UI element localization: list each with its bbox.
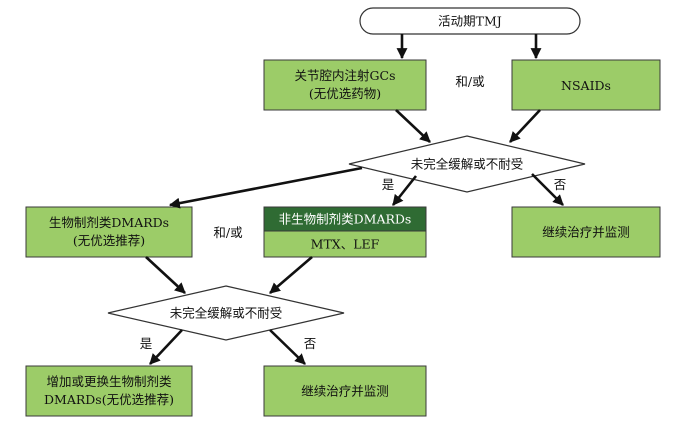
decision-1: 未完全缓解或不耐受 xyxy=(348,135,586,193)
arrow-decision-2-to-escalate xyxy=(149,329,183,365)
continue-monitor-box-1: 继续治疗并监测 xyxy=(511,206,661,258)
continue-monitor-box-2: 继续治疗并监测 xyxy=(263,365,427,417)
biologic-dmards-line1: 生物制剂类DMARDs xyxy=(49,215,169,230)
arrow-decision-1-to-biologic xyxy=(168,166,363,209)
start-label: 活动期TMJ xyxy=(438,14,502,29)
escalate-biologic-line1: 增加或更换生物制剂类 xyxy=(46,374,172,389)
nonbiologic-dmards-body: MTX、LEF xyxy=(311,237,380,252)
nsaids-label: NSAIDs xyxy=(561,78,611,93)
arrow-decision-2-to-continue xyxy=(269,329,306,365)
decision-2-no: 否 xyxy=(304,336,317,351)
escalate-biologic-line2: DMARDs(无优选推荐) xyxy=(44,392,174,407)
nonbiologic-dmards-header: 非生物制剂类DMARDs xyxy=(279,212,412,227)
decision-1-yes: 是 xyxy=(382,177,395,192)
decision-1-no: 否 xyxy=(554,177,567,192)
arrow-nsaids-to-decision-1 xyxy=(509,109,541,143)
biologic-dmards-line2: (无优选推荐) xyxy=(73,233,145,248)
escalate-biologic-box: 增加或更换生物制剂类 DMARDs(无优选推荐) xyxy=(25,365,193,417)
decision-1-label: 未完全缓解或不耐受 xyxy=(411,157,524,172)
arrow-nonbiologic-to-decision-2 xyxy=(269,256,313,294)
arrow-biologic-to-decision-2 xyxy=(145,256,186,294)
continue-monitor-label-2: 继续治疗并监测 xyxy=(301,384,389,399)
step2-connector: 和/或 xyxy=(213,225,243,240)
continue-monitor-label-1: 继续治疗并监测 xyxy=(542,225,630,240)
decision-2-yes: 是 xyxy=(140,336,153,351)
biologic-dmards-box: 生物制剂类DMARDs (无优选推荐) xyxy=(25,206,193,258)
intra-articular-gc-box: 关节腔内注射GCs (无优选药物) xyxy=(263,59,427,111)
intra-articular-gc-line2: (无优选药物) xyxy=(309,86,381,101)
arrow-decision-1-to-continue xyxy=(531,173,564,206)
arrow-gc-to-decision-1 xyxy=(395,109,431,143)
arrow-decision-1-to-nonbiologic xyxy=(391,175,418,206)
start-node: 活动期TMJ xyxy=(359,7,581,35)
step1-connector: 和/或 xyxy=(455,74,485,89)
nonbiologic-dmards-box: 非生物制剂类DMARDs MTX、LEF xyxy=(263,206,427,258)
decision-2-label: 未完全缓解或不耐受 xyxy=(170,306,283,321)
intra-articular-gc-line1: 关节腔内注射GCs xyxy=(295,68,396,83)
decision-2: 未完全缓解或不耐受 xyxy=(107,285,345,341)
nsaids-box: NSAIDs xyxy=(511,59,661,111)
